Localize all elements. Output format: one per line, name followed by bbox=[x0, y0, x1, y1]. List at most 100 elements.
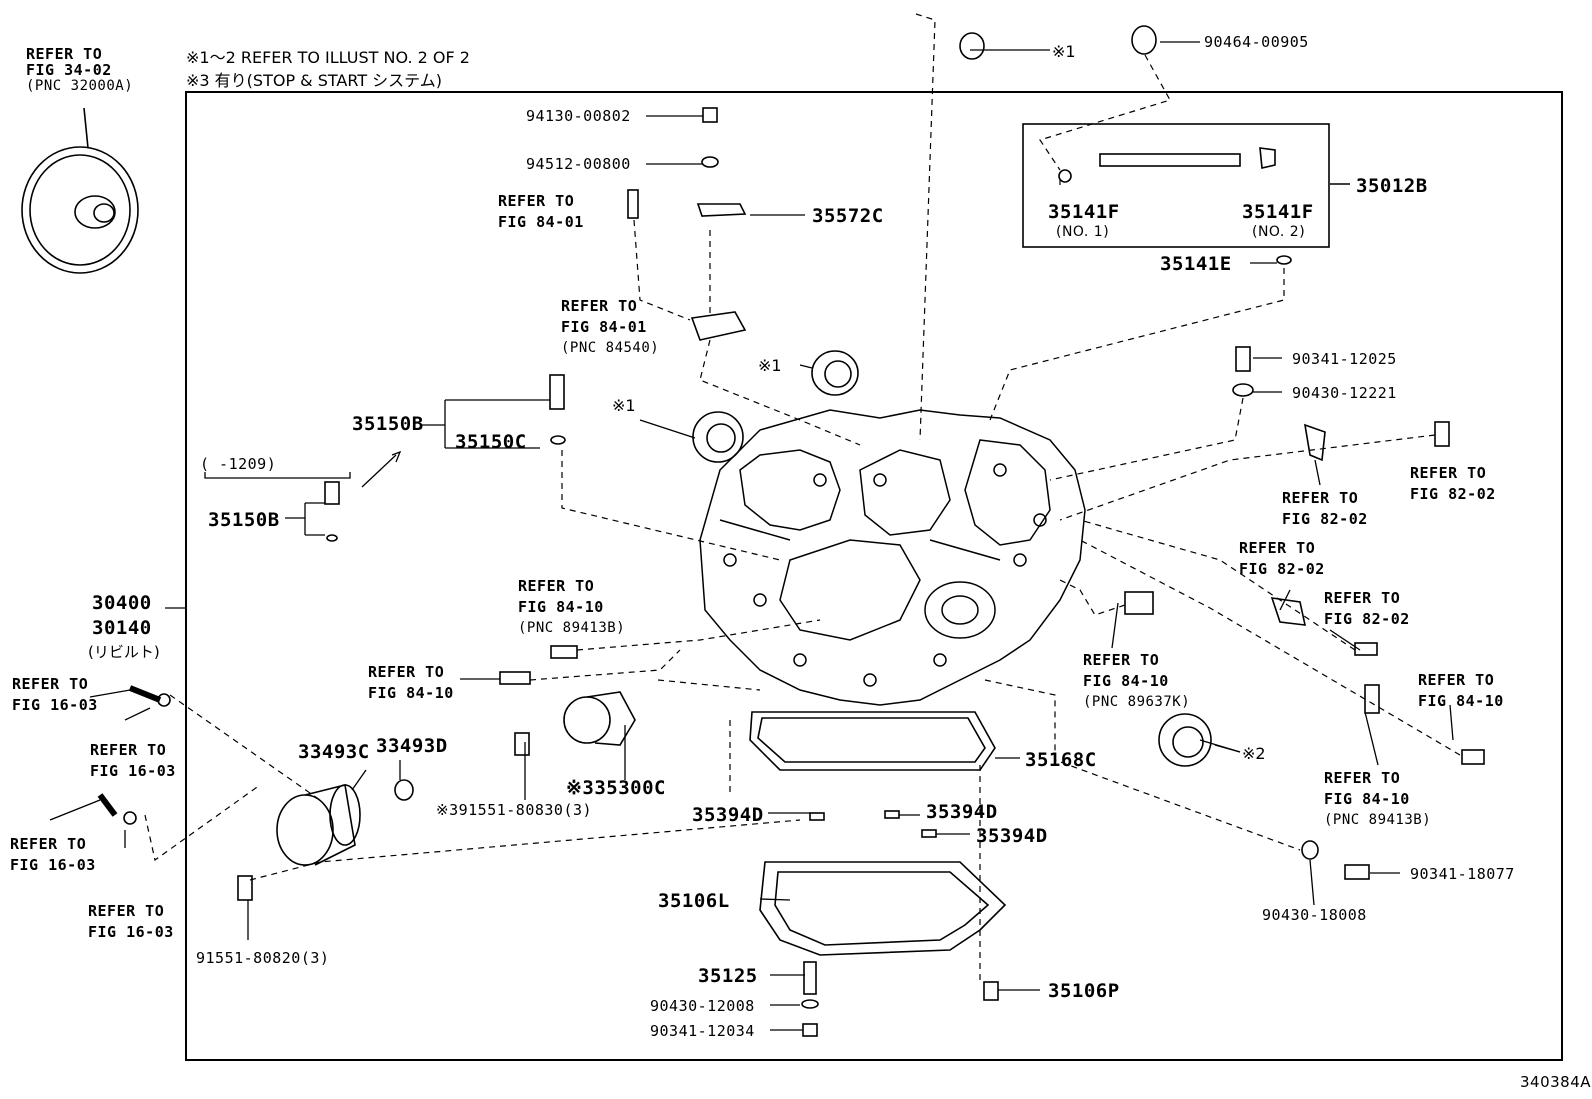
part-35150B-alt[interactable]: 35150B bbox=[208, 509, 280, 531]
transaxle-drawing bbox=[699, 409, 1086, 706]
refer-fig-82-02-d[interactable]: REFER TO FIG 82-02 bbox=[1324, 588, 1410, 630]
bracket-8202-b bbox=[1270, 597, 1307, 626]
refer-label: REFER TO bbox=[1239, 539, 1316, 557]
gasket-35394D-3 bbox=[921, 829, 937, 838]
refer-fig: FIG 84-10 bbox=[1083, 672, 1169, 690]
part-35125[interactable]: 35125 bbox=[698, 965, 758, 987]
bracket-35572C bbox=[696, 203, 747, 217]
part-35150B-top[interactable]: 35150B bbox=[352, 413, 424, 435]
refer-fig: FIG 16-03 bbox=[90, 762, 176, 780]
oil-pan-drawing bbox=[759, 861, 1007, 956]
seal-1-drawing bbox=[811, 350, 859, 396]
refer-fig-16-03-a[interactable]: REFER TO FIG 16-03 bbox=[12, 674, 98, 716]
bolt-8410-left bbox=[499, 671, 531, 685]
diagram-id: 340384A bbox=[1520, 1073, 1592, 1091]
part-35394D-1[interactable]: 35394D bbox=[692, 804, 764, 826]
bolt-m1-top bbox=[959, 32, 985, 60]
part-90430-12221[interactable]: 90430-12221 bbox=[1292, 384, 1397, 402]
washer-94512 bbox=[701, 156, 719, 168]
refer-fig: FIG 82-02 bbox=[1324, 610, 1410, 628]
part-30400[interactable]: 30400 bbox=[92, 592, 152, 614]
refer-fig: FIG 84-10 bbox=[368, 684, 454, 702]
sensor-89413B-right bbox=[1364, 684, 1380, 714]
label-no2: (NO. 2) bbox=[1252, 224, 1306, 240]
part-90341-18077[interactable]: 90341-18077 bbox=[1410, 865, 1515, 883]
bolt-8410-right bbox=[1461, 749, 1485, 765]
part-35141F-no2[interactable]: 35141F bbox=[1242, 201, 1314, 223]
refer-label: REFER TO bbox=[88, 902, 165, 920]
refer-fig-84-10-b[interactable]: REFER TO FIG 84-10 bbox=[368, 662, 454, 704]
plug-90341-18077 bbox=[1344, 864, 1370, 880]
part-35141F-no1[interactable]: 35141F bbox=[1048, 201, 1120, 223]
refer-label: REFER TO bbox=[1410, 464, 1487, 482]
bolt-8401 bbox=[627, 189, 639, 219]
part-90341-12025[interactable]: 90341-12025 bbox=[1292, 350, 1397, 368]
marker-1-top: ※1 bbox=[1052, 42, 1076, 61]
part-90464-00905[interactable]: 90464-00905 bbox=[1204, 33, 1309, 51]
refer-fig: FIG 84-10 bbox=[1324, 790, 1410, 808]
refer-fig-84-10-a[interactable]: REFER TO FIG 84-10 (PNC 89413B) bbox=[518, 576, 625, 639]
refer-fig-84-01-a[interactable]: REFER TO FIG 84-01 bbox=[498, 191, 584, 233]
refer-label: REFER TO bbox=[12, 675, 89, 693]
refer-fig-82-02-b[interactable]: REFER TO FIG 82-02 bbox=[1410, 463, 1496, 505]
refer-fig: FIG 16-03 bbox=[88, 923, 174, 941]
bolt-391551 bbox=[514, 732, 530, 756]
refer-fig-82-02-c[interactable]: REFER TO FIG 82-02 bbox=[1239, 538, 1325, 580]
part-33493C[interactable]: 33493C bbox=[298, 741, 370, 763]
plug-90341-12025 bbox=[1235, 346, 1251, 372]
part-35012B[interactable]: 35012B bbox=[1356, 175, 1428, 197]
part-35572C[interactable]: 35572C bbox=[812, 205, 884, 227]
refer-fig-84-10-e[interactable]: REFER TO FIG 84-10 (PNC 89413B) bbox=[1324, 768, 1431, 831]
bolt-91551 bbox=[237, 875, 253, 901]
sensor-35150B bbox=[549, 374, 565, 410]
refer-fig-16-03-b[interactable]: REFER TO FIG 16-03 bbox=[90, 740, 176, 782]
part-35106P[interactable]: 35106P bbox=[1048, 980, 1120, 1002]
part-35168C[interactable]: 35168C bbox=[1025, 749, 1097, 771]
part-94130-00802[interactable]: 94130-00802 bbox=[526, 107, 631, 125]
oil-cooler-drawing bbox=[276, 784, 361, 866]
refer-fig: FIG 16-03 bbox=[12, 696, 98, 714]
refer-label: REFER TO bbox=[26, 45, 103, 63]
part-35106L[interactable]: 35106L bbox=[658, 890, 730, 912]
part-33493D[interactable]: 33493D bbox=[376, 735, 448, 757]
date-range-note: ( -1209) bbox=[200, 455, 277, 473]
torque-converter-drawing bbox=[21, 107, 139, 274]
part-90341-12034[interactable]: 90341-12034 bbox=[650, 1022, 755, 1040]
part-35394D-3[interactable]: 35394D bbox=[976, 825, 1048, 847]
refer-pnc: (PNC 89413B) bbox=[1324, 812, 1432, 828]
refer-fig-82-02-a[interactable]: REFER TO FIG 82-02 bbox=[1282, 488, 1368, 530]
part-94512-00800[interactable]: 94512-00800 bbox=[526, 155, 631, 173]
part-35150C[interactable]: 35150C bbox=[455, 431, 527, 453]
refer-fig-16-03-c[interactable]: REFER TO FIG 16-03 bbox=[10, 834, 96, 876]
part-91551-80830[interactable]: ※391551-80830(3) bbox=[436, 801, 593, 819]
part-35300C[interactable]: ※335300C bbox=[566, 777, 666, 799]
refer-label: REFER TO bbox=[368, 663, 445, 681]
sensor-subframe bbox=[1022, 123, 1330, 248]
sensor-89637K bbox=[1124, 591, 1154, 615]
refer-fig: FIG 82-02 bbox=[1239, 560, 1325, 578]
part-30140[interactable]: 30140 bbox=[92, 617, 152, 639]
part-35394D-2[interactable]: 35394D bbox=[926, 801, 998, 823]
seal-3-drawing bbox=[1158, 713, 1212, 767]
refer-label: REFER TO bbox=[1282, 489, 1359, 507]
refer-fig-16-03-d[interactable]: REFER TO FIG 16-03 bbox=[88, 901, 174, 943]
gasket-35394D-2 bbox=[884, 810, 900, 819]
note-2: ※3 有り(STOP & START システム) bbox=[186, 71, 442, 90]
part-90430-18008[interactable]: 90430-18008 bbox=[1262, 906, 1367, 924]
o-ring-33493D bbox=[394, 779, 414, 801]
refer-fig-84-10-d[interactable]: REFER TO FIG 84-10 bbox=[1418, 670, 1504, 712]
refer-fig-84-10-c[interactable]: REFER TO FIG 84-10 (PNC 89637K) bbox=[1083, 650, 1190, 713]
refer-fig-34-02[interactable]: REFER TO FIG 34-02 (PNC 32000A) bbox=[26, 46, 133, 94]
refer-fig: FIG 34-02 bbox=[26, 61, 112, 79]
refer-label: REFER TO bbox=[1083, 651, 1160, 669]
refer-fig-84-01-b[interactable]: REFER TO FIG 84-01 (PNC 84540) bbox=[561, 296, 659, 359]
part-91551-80820[interactable]: 91551-80820(3) bbox=[196, 949, 330, 967]
part-90430-12008[interactable]: 90430-12008 bbox=[650, 997, 755, 1015]
refer-fig: FIG 84-01 bbox=[561, 318, 647, 336]
label-no1: (NO. 1) bbox=[1056, 224, 1110, 240]
marker-2: ※2 bbox=[1242, 744, 1266, 763]
pump-35300C-drawing bbox=[563, 691, 636, 746]
part-35141E[interactable]: 35141E bbox=[1160, 253, 1232, 275]
gasket-35394D-1 bbox=[809, 812, 825, 821]
